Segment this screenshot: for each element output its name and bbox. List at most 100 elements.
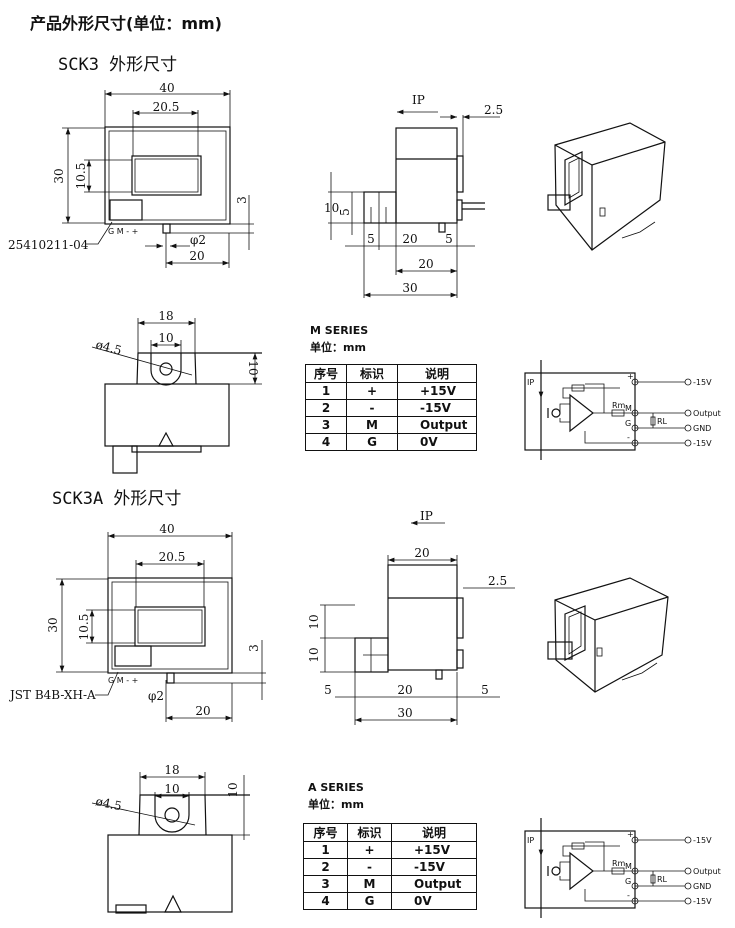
series-block-m: M SERIES 单位：mm — [310, 322, 368, 356]
cell: 0V — [391, 892, 477, 910]
out-label: Output — [693, 409, 721, 418]
rl-label: RL — [657, 417, 668, 426]
header-cell: 说明 — [391, 823, 477, 842]
table-header-row: 序号 标识 说明 — [303, 823, 477, 842]
table-row: 1++15V — [303, 841, 477, 859]
out-label: -15V — [693, 836, 712, 845]
dim-pin-offset: 3 — [247, 644, 261, 652]
out-label: -15V — [693, 897, 712, 906]
pin-m: M — [625, 862, 632, 871]
cell: + — [347, 841, 392, 859]
sck3a-front-view: 40 20.5 30 10.5 3 φ2 20 JST B4B-XH-A G M… — [8, 522, 266, 722]
cell: 2 — [305, 399, 347, 417]
dim-hole: ø4.5 — [94, 794, 123, 813]
cell: M — [347, 875, 392, 893]
ip-label: IP — [527, 836, 534, 845]
cell: 4 — [305, 433, 347, 451]
dim-w30: 30 — [402, 281, 417, 295]
out-label: Output — [693, 867, 721, 876]
sck3-3d-view — [547, 122, 666, 251]
out-label: GND — [693, 882, 711, 891]
cell: - — [346, 399, 398, 417]
cell: 3 — [305, 416, 347, 434]
rl-label: RL — [657, 875, 668, 884]
dim-flange: 2.5 — [488, 574, 507, 588]
rm-label: Rm — [612, 401, 626, 410]
pin-plus: + — [627, 830, 634, 839]
series-name: M SERIES — [310, 324, 369, 337]
dim-h10a: 10 — [307, 614, 321, 629]
cell: Output — [397, 416, 477, 434]
pin-minus: - — [627, 433, 630, 442]
cell: G — [347, 892, 392, 910]
out-label: -15V — [693, 439, 712, 448]
dim-w10: 10 — [164, 782, 179, 796]
dim-hole: ø4.5 — [94, 337, 123, 357]
dim-h10: 10 — [246, 360, 260, 375]
circuit-diagram-a: IP Rm RL + M G - -15V Output GND -15V — [524, 818, 721, 918]
dim-b20: 20 — [397, 683, 412, 697]
dim-pin-pos: 20 — [189, 249, 204, 263]
dim-height: 30 — [46, 617, 60, 632]
dim-b20: 20 — [402, 232, 417, 246]
sck3-bottom-view: 18 10 ø4.5 10 — [91, 309, 262, 474]
cell: 1 — [305, 382, 347, 400]
cell: Output — [391, 875, 477, 893]
cell: 2 — [303, 858, 348, 876]
dim-b5a: 5 — [367, 232, 375, 246]
header-cell: 序号 — [305, 364, 347, 383]
dim-top20: 20 — [414, 546, 429, 560]
ip-label: IP — [527, 378, 534, 387]
dim-window-height: 10.5 — [77, 614, 91, 641]
series-block-a: A SERIES 单位：mm — [308, 779, 364, 813]
series-unit: 单位：mm — [308, 798, 364, 811]
connector-part: JST B4B-XH-A — [8, 688, 96, 702]
pin-labels: G M - + — [108, 676, 138, 685]
dim-w18: 18 — [164, 763, 179, 777]
pin-m: M — [625, 404, 632, 413]
table-row: 2--15V — [303, 858, 477, 876]
sck3-side-view: IP 2.5 10 5 5 20 5 20 30 — [324, 93, 503, 298]
sck3a-bottom-view: 18 10 ø4.5 10 — [91, 763, 250, 914]
out-label: GND — [693, 424, 711, 433]
dim-flange: 2.5 — [484, 103, 503, 117]
series-name: A SERIES — [308, 781, 364, 794]
dim-pin-offset: 3 — [235, 196, 249, 204]
sck3a-side-view: IP 20 2.5 10 10 5 20 5 30 — [307, 509, 515, 725]
dim-h10: 10 — [226, 782, 240, 797]
cell: -15V — [397, 399, 477, 417]
pin-g: G — [625, 419, 631, 428]
current-label: IP — [420, 509, 433, 523]
cell: 4 — [303, 892, 348, 910]
pin-labels: G M - + — [108, 227, 138, 236]
dim-pin-pos: 20 — [195, 704, 210, 718]
dim-height: 30 — [52, 168, 66, 183]
dim-b5b: 5 — [481, 683, 489, 697]
section-title-sck3: SCK3 外形尺寸 — [58, 55, 178, 75]
page-title: 产品外形尺寸(单位：mm) — [30, 14, 222, 33]
cell: 1 — [303, 841, 348, 859]
header-cell: 说明 — [397, 364, 477, 383]
dim-h5: 5 — [338, 208, 352, 216]
sck3-front-view: 40 20.5 30 10.5 3 φ2 20 25410211-04 G M … — [8, 81, 254, 268]
dim-window-height: 10.5 — [74, 163, 88, 190]
cell: +15V — [391, 841, 477, 859]
table-row: 2--15V — [305, 399, 477, 417]
header-cell: 序号 — [303, 823, 348, 842]
out-label: -15V — [693, 378, 712, 387]
pin-g: G — [625, 877, 631, 886]
dim-w20: 20 — [418, 257, 433, 271]
pin-minus: - — [627, 891, 630, 900]
table-header-row: 序号 标识 说明 — [305, 364, 477, 383]
table-row: 1++15V — [305, 382, 477, 400]
cell: G — [346, 433, 398, 451]
cell: -15V — [391, 858, 477, 876]
section-title-sck3a: SCK3A 外形尺寸 — [52, 489, 182, 509]
connector-part: 25410211-04 — [8, 238, 89, 252]
dim-width: 40 — [159, 81, 174, 95]
